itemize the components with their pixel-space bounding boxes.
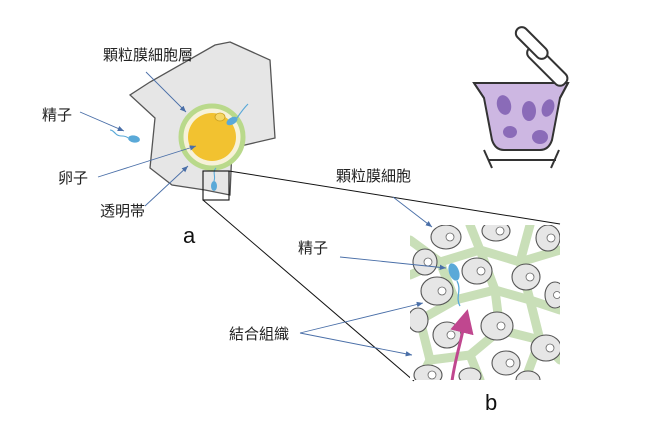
tissue-zoom [410,225,560,380]
label-panel-b: b [485,390,497,415]
label-sperm-left: 精子 [42,106,72,124]
cell-nuclei [423,226,560,380]
egg [188,113,236,161]
mortar-pestle-icon [472,26,570,169]
sperm-lower-icon [211,167,217,191]
sperm-free-icon [109,129,140,143]
label-panel-a: a [183,223,196,248]
pointer-arrows-a [79,71,197,207]
zoom-box [202,170,230,201]
follicle-diagram [109,41,561,382]
label-zona-pellucida: 透明帯 [100,202,145,220]
zoom-line-top [228,170,561,225]
label-granulosa-cell: 顆粒膜細胞 [336,167,411,185]
pointer-arrows-b [299,196,447,357]
label-connective-tissue: 結合組織 [229,325,289,343]
zoom-line-bottom [202,199,415,382]
sperm-tissue-icon [448,263,461,307]
label-sperm-right: 精子 [298,239,328,257]
sperm-at-egg-icon [226,103,249,126]
label-egg: 卵子 [58,169,88,187]
sperm-path-arrow [450,309,474,380]
label-granulosa-layer: 顆粒膜細胞層 [103,46,193,64]
polar-body [214,112,226,122]
